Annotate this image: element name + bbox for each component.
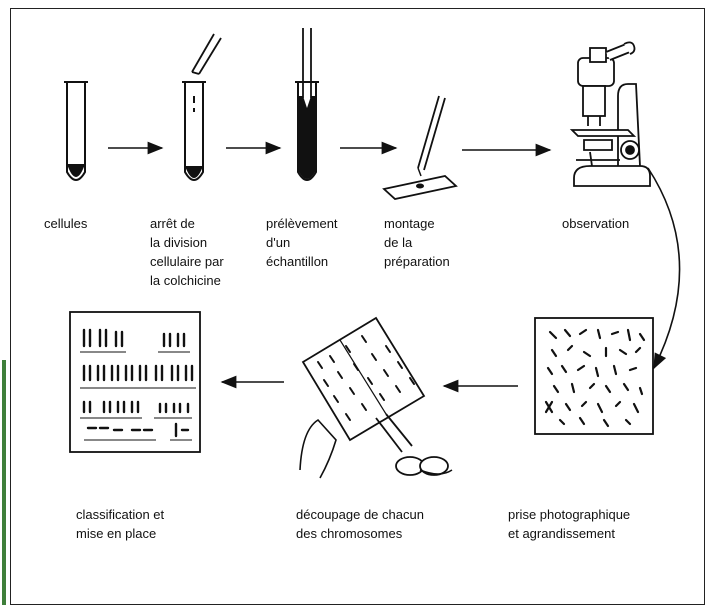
label-decoupage: découpage de chacun des chromosomes: [296, 505, 424, 543]
chromosome-photo-icon: [535, 318, 653, 434]
test-tube-sample-icon: [295, 28, 319, 180]
label-classification: classification et mise en place: [76, 505, 164, 543]
microscope-icon: [572, 42, 650, 186]
cutting-chromosomes-icon: [300, 318, 452, 478]
label-montage: montage de la préparation: [384, 214, 450, 271]
label-prelevement: prélèvement d'un échantillon: [266, 214, 338, 271]
label-cellules: cellules: [44, 214, 87, 233]
label-observation: observation: [562, 214, 629, 233]
label-arret: arrêt de la division cellulaire par la c…: [150, 214, 224, 290]
karyotype-chart-icon: [70, 312, 200, 452]
test-tube-cells-icon: [64, 82, 88, 180]
test-tube-colchicine-icon: [182, 34, 221, 180]
label-prise: prise photographique et agrandissement: [508, 505, 630, 543]
